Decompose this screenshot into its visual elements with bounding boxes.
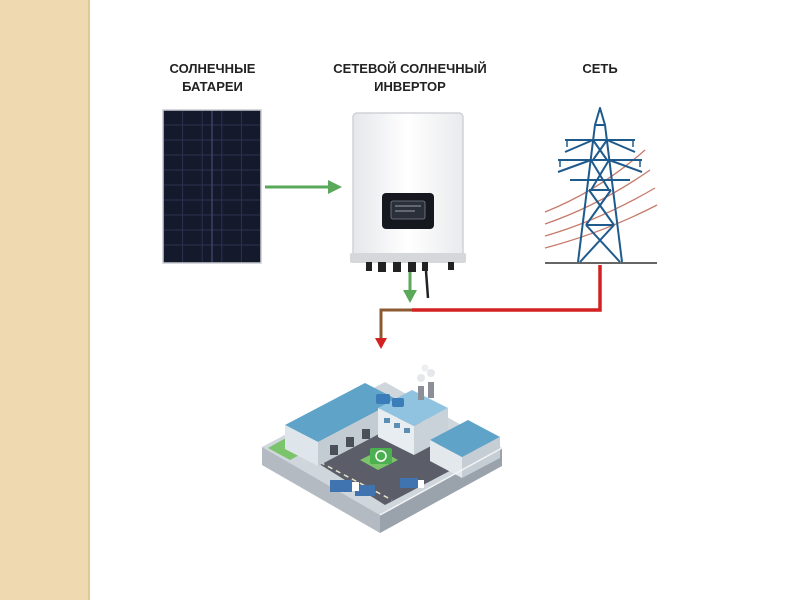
inverter-icon xyxy=(350,112,466,299)
solar-panels-label: СОЛНЕЧНЫЕ БАТАРЕИ xyxy=(169,61,256,94)
grid-line xyxy=(412,265,602,312)
inverter-to-junction-arrow xyxy=(403,272,417,303)
factory-icon xyxy=(262,364,503,533)
inverter-label: СЕТЕВОЙ СОЛНЕЧНЫЙ ИНВЕРТОР xyxy=(333,61,487,94)
side-strip xyxy=(0,0,90,600)
grid-label: СЕТЬ xyxy=(582,61,618,76)
junction-to-factory-arrow xyxy=(375,308,412,349)
solar-panel-icon xyxy=(162,109,262,264)
power-tower-icon xyxy=(544,107,658,264)
solar-to-inverter-arrow xyxy=(265,180,342,194)
